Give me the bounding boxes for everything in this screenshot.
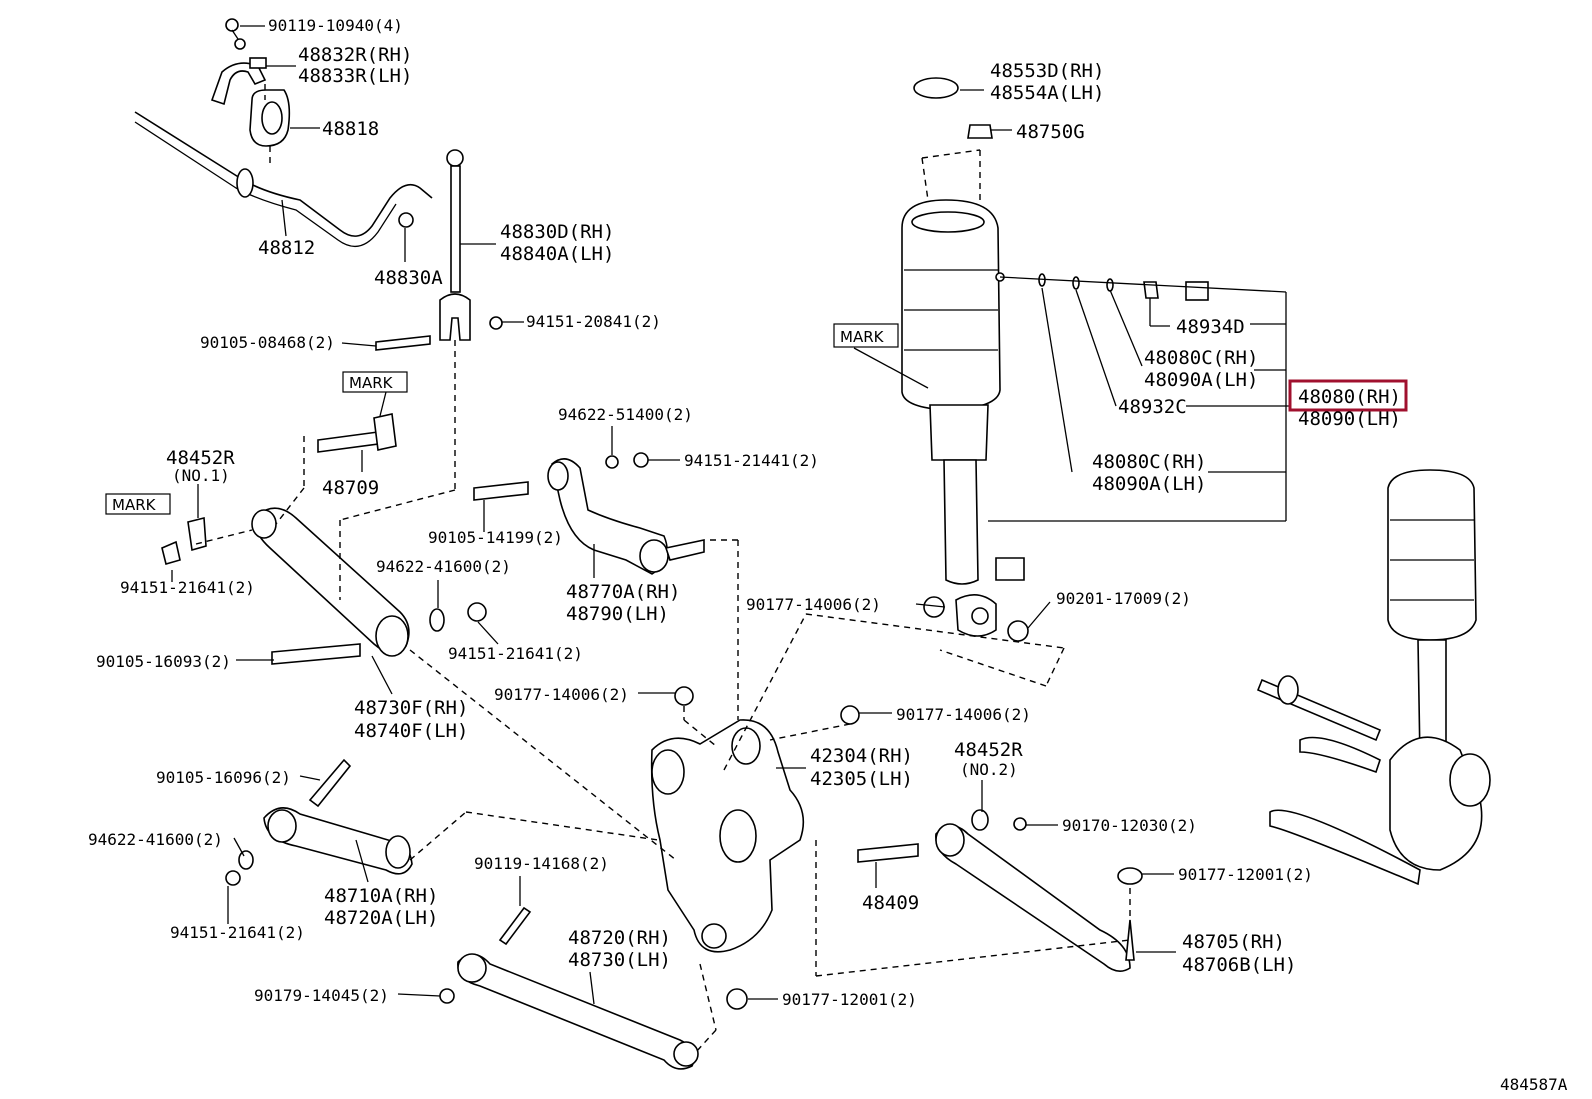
mark-tag: MARK <box>105 493 171 515</box>
part-label-90177-14006[interactable]: 90177-14006(2) <box>746 595 881 614</box>
mark-tag: MARK <box>342 371 408 393</box>
part-label-48554a[interactable]: 48554A(LH) <box>990 82 1104 104</box>
part-label-48409[interactable]: 48409 <box>862 892 919 914</box>
part-label-48710a[interactable]: 48710A(RH) <box>324 885 438 907</box>
part-label-90170-12030[interactable]: 90170-12030(2) <box>1062 816 1197 835</box>
part-label-48720a[interactable]: 48720A(LH) <box>324 907 438 929</box>
part-label-48833r[interactable]: 48833R(LH) <box>298 65 412 87</box>
part-label-48080-selected[interactable]: 48080(RH) <box>1298 386 1401 408</box>
upper-arm-48770a-part <box>429 452 705 632</box>
part-label-48705[interactable]: 48705(RH) <box>1182 931 1285 953</box>
air-spring-shock-absorber-part <box>901 77 1209 642</box>
suspension-assembly-overview <box>1256 469 1491 886</box>
selected-part-highlight <box>1288 379 1408 412</box>
cam-bolt-part <box>317 413 397 453</box>
stabilizer-bolt-part <box>225 18 246 50</box>
part-label-48080c[interactable]: 48080C(RH) <box>1092 451 1206 473</box>
stabilizer-bushing-part <box>249 89 291 147</box>
part-label-90179-14045[interactable]: 90179-14045(2) <box>254 986 389 1005</box>
part-label-94151-21641[interactable]: 94151-21641(2) <box>448 644 583 663</box>
leader-lines <box>171 25 1290 1005</box>
part-label-94622-41600[interactable]: 94622-41600(2) <box>88 830 223 849</box>
part-label-42305[interactable]: 42305(LH) <box>810 768 913 790</box>
stabilizer-bar-part <box>134 111 433 248</box>
part-label-48832r[interactable]: 48832R(RH) <box>298 44 412 66</box>
part-label-90119-14168[interactable]: 90119-14168(2) <box>474 854 609 873</box>
part-label-94151-21441[interactable]: 94151-21441(2) <box>684 451 819 470</box>
part-label-90105-16093[interactable]: 90105-16093(2) <box>96 652 231 671</box>
stabilizer-link-part <box>375 149 503 351</box>
part-label-48812[interactable]: 48812 <box>258 237 315 259</box>
part-label-42304[interactable]: 42304(RH) <box>810 745 913 767</box>
part-label-48452r-no1[interactable]: 48452R <box>166 447 235 469</box>
dashed-lines <box>195 84 1131 1053</box>
part-label-94151-20841[interactable]: 94151-20841(2) <box>526 312 661 331</box>
part-label-48830a[interactable]: 48830A <box>374 267 443 289</box>
part-label-48932c[interactable]: 48932C <box>1118 396 1187 418</box>
steering-knuckle-part <box>650 686 860 953</box>
part-label-48720[interactable]: 48720(RH) <box>568 927 671 949</box>
part-label-no2[interactable]: (NO.2) <box>960 760 1018 779</box>
stabilizer-bracket-part <box>210 57 267 106</box>
lower-arm-48710a-part <box>225 758 413 886</box>
part-labels[interactable]: 90119-10940(4) 48832R(RH) 48833R(LH) 488… <box>88 16 1401 1009</box>
part-label-94151-21641[interactable]: 94151-21641(2) <box>170 923 305 942</box>
part-label-94622-51400[interactable]: 94622-51400(2) <box>558 405 693 424</box>
part-label-48830d[interactable]: 48830D(RH) <box>500 221 614 243</box>
part-label-90105-16096[interactable]: 90105-16096(2) <box>156 768 291 787</box>
part-label-48740f[interactable]: 48740F(LH) <box>354 720 468 742</box>
part-label-48090a[interactable]: 48090A(LH) <box>1144 369 1258 391</box>
mark-tag-label: MARK <box>349 374 394 392</box>
part-label-90105-14199[interactable]: 90105-14199(2) <box>428 528 563 547</box>
diagram-id: 484587A <box>1500 1075 1568 1094</box>
part-label-90177-14006[interactable]: 90177-14006(2) <box>494 685 629 704</box>
lower-arm-48720-part <box>439 906 748 1070</box>
part-label-90177-14006[interactable]: 90177-14006(2) <box>896 705 1031 724</box>
part-label-94151-21641[interactable]: 94151-21641(2) <box>120 578 255 597</box>
part-label-48730f[interactable]: 48730F(RH) <box>354 697 468 719</box>
part-label-90201-17009[interactable]: 90201-17009(2) <box>1056 589 1191 608</box>
part-label-48090[interactable]: 48090(LH) <box>1298 408 1401 430</box>
part-label-48080c[interactable]: 48080C(RH) <box>1144 347 1258 369</box>
part-label-48934d[interactable]: 48934D <box>1176 316 1245 338</box>
mark-tag-label: MARK <box>840 328 885 346</box>
part-label-no1[interactable]: (NO.1) <box>172 466 230 485</box>
part-label-48750g[interactable]: 48750G <box>1016 121 1085 143</box>
toe-control-link-part <box>857 809 1143 972</box>
mark-tag: MARK <box>833 323 899 348</box>
part-label-48452r-no2[interactable]: 48452R <box>954 739 1023 761</box>
part-label-48818[interactable]: 48818 <box>322 118 379 140</box>
part-label-90177-12001[interactable]: 90177-12001(2) <box>1178 865 1313 884</box>
mark-tag-label: MARK <box>112 496 157 514</box>
part-label-48553d[interactable]: 48553D(RH) <box>990 60 1104 82</box>
part-label-90177-12001[interactable]: 90177-12001(2) <box>782 990 917 1009</box>
part-label-90105-08468[interactable]: 90105-08468(2) <box>200 333 335 352</box>
part-label-48790[interactable]: 48790(LH) <box>566 603 669 625</box>
part-label-48706b[interactable]: 48706B(LH) <box>1182 954 1296 976</box>
part-label-48090a[interactable]: 48090A(LH) <box>1092 473 1206 495</box>
part-label-90119-10940[interactable]: 90119-10940(4) <box>268 16 403 35</box>
part-label-48770a[interactable]: 48770A(RH) <box>566 581 680 603</box>
part-label-48730[interactable]: 48730(LH) <box>568 949 671 971</box>
part-label-48709[interactable]: 48709 <box>322 477 379 499</box>
part-label-48840a[interactable]: 48840A(LH) <box>500 243 614 265</box>
part-label-94622-41600[interactable]: 94622-41600(2) <box>376 557 511 576</box>
